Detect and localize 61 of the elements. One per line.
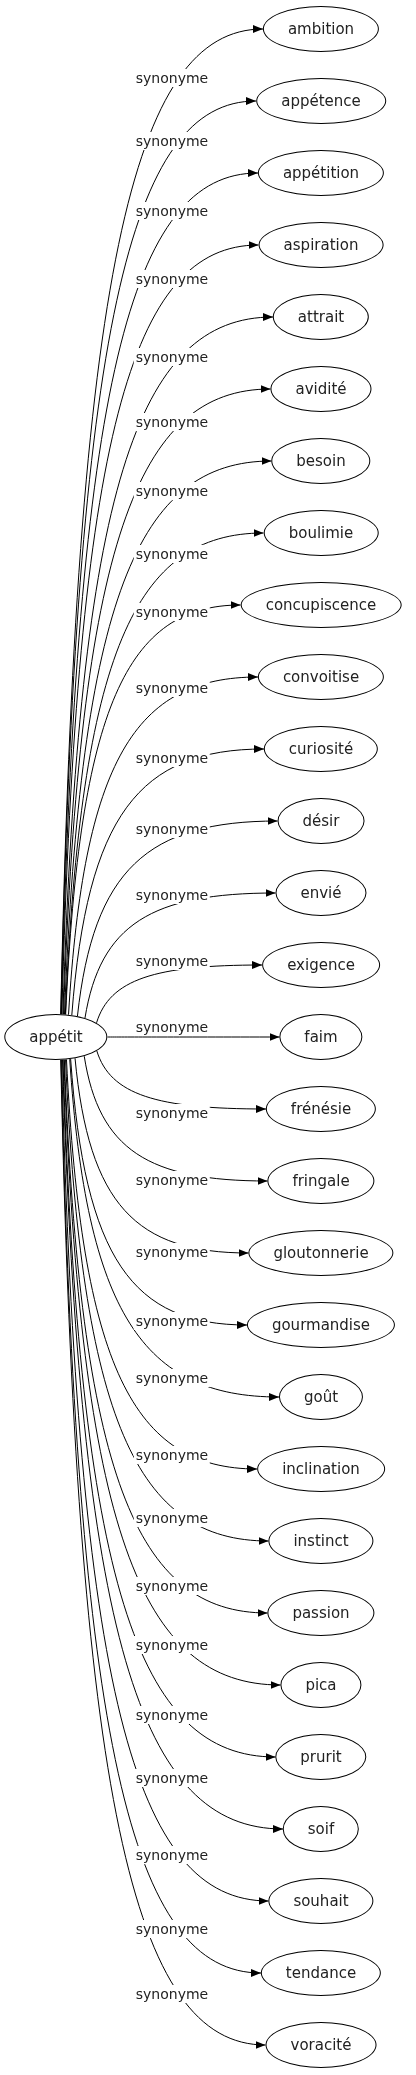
edge-label: synonyme [133, 1845, 211, 1864]
edge-label: synonyme [133, 1636, 211, 1655]
ellipse-node: curiosité [263, 726, 379, 772]
edge-label: synonyme [133, 1706, 211, 1725]
ellipse-node: appétition [257, 150, 385, 196]
edge-label: synonyme [133, 347, 211, 366]
ellipse-node: goût [278, 1374, 364, 1420]
edge-label: synonyme [133, 678, 211, 697]
ellipse-node: faim [279, 1014, 363, 1060]
edge-label: synonyme [133, 1985, 211, 2003]
edge-label: synonyme [133, 1103, 211, 1122]
ellipse-node: besoin [271, 438, 371, 484]
ellipse-node: désir [277, 798, 365, 844]
ellipse-node: voracité [265, 2022, 377, 2068]
ellipse-node: soif [282, 1806, 360, 1852]
ellipse-node: prurit [275, 1734, 367, 1780]
ellipse-node: exigence [262, 942, 380, 988]
edge-label: synonyme [133, 1919, 211, 1938]
ellipse-node: boulimie [263, 510, 379, 556]
edge-label: synonyme [133, 481, 211, 500]
ellipse-node: convoitise [257, 654, 385, 700]
ellipse-node: aspiration [258, 222, 384, 268]
edge-label: synonyme [133, 1508, 211, 1527]
arrow [69, 1058, 280, 1401]
ellipse-node: souhait [268, 1878, 374, 1924]
ellipse-node: envié [275, 870, 367, 916]
arrow [107, 1033, 280, 1041]
edge-label: synonyme [133, 202, 211, 221]
ellipse-node: appétit [4, 1014, 108, 1060]
edge-label: synonyme [133, 1445, 211, 1464]
ellipse-node: ambition [262, 6, 380, 52]
edge-label: synonyme [133, 603, 211, 622]
ellipse-node: frénésie [265, 1086, 377, 1132]
ellipse-node: gloutonnerie [248, 1230, 394, 1276]
ellipse-node: inclination [257, 1446, 385, 1492]
edge-label: synonyme [133, 1369, 211, 1388]
arrow [68, 673, 259, 1016]
edge-label: synonyme [133, 68, 211, 87]
edge-label: synonyme [133, 413, 211, 432]
edge-label: synonyme [133, 1171, 211, 1190]
edge-label: synonyme [133, 544, 211, 563]
ellipse-node: passion [267, 1590, 375, 1636]
ellipse-node: instinct [268, 1518, 374, 1564]
ellipse-node: concupiscence [240, 582, 402, 628]
ellipse-node: attrait [272, 294, 370, 340]
ellipse-node: tendance [260, 1950, 382, 1996]
arrow [70, 1058, 248, 1329]
edge-label: synonyme [133, 1311, 211, 1330]
ellipse-node: appétence [256, 78, 386, 124]
edge-label: synonyme [133, 270, 211, 289]
arrow [65, 601, 241, 1015]
edge-label: synonyme [133, 1242, 211, 1261]
arrow [71, 745, 265, 1016]
ellipse-node: gourmandise [246, 1302, 396, 1348]
edge-label: synonyme [133, 1768, 211, 1787]
edge-label: synonyme [133, 1577, 211, 1596]
edge-label: synonyme [133, 132, 211, 151]
arrow [66, 1059, 258, 1473]
ellipse-node: fringale [267, 1158, 375, 1204]
ellipse-node: pica [280, 1662, 362, 1708]
ellipse-node: avidité [270, 366, 372, 412]
